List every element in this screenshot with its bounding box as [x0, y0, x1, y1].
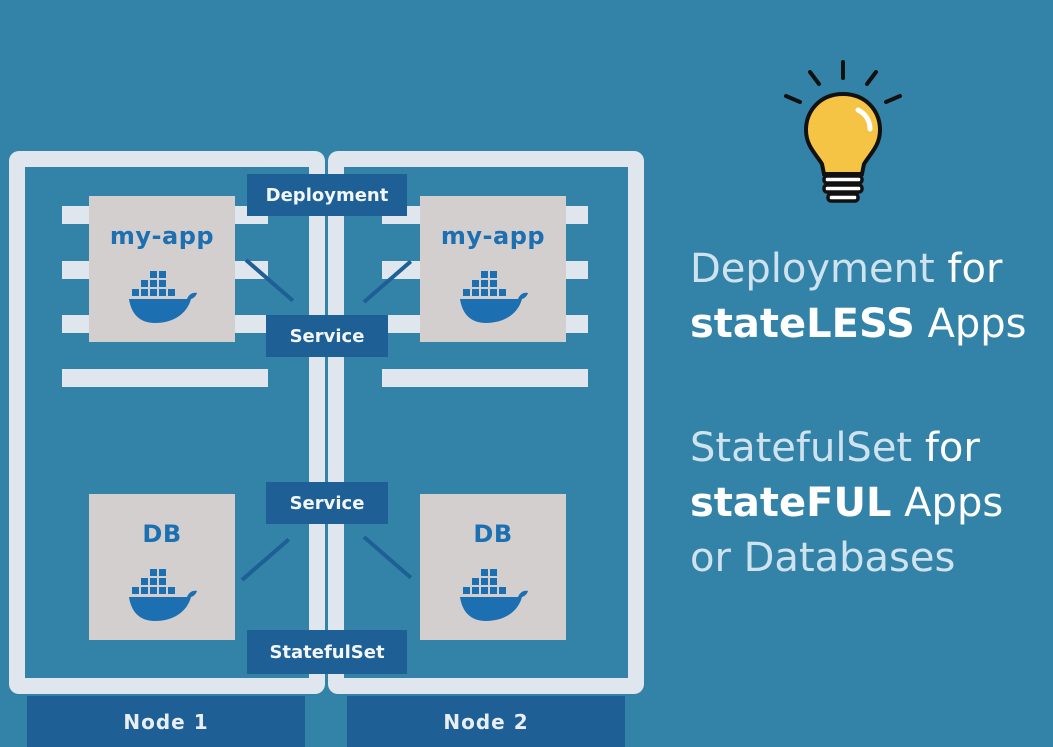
- text-line-3: StatefulSet for: [690, 425, 980, 471]
- text-for: for: [912, 425, 980, 471]
- text-line-4: stateFUL Apps: [690, 480, 1003, 526]
- docker-whale-icon: [460, 569, 528, 621]
- docker-whale-icon: [129, 569, 197, 621]
- center-line-2: [335, 210, 338, 680]
- deployment-term: Deployment: [690, 246, 935, 292]
- pod-title: my-app: [109, 222, 215, 250]
- node-1-frame: [9, 151, 325, 694]
- pod-db-2: DB: [420, 494, 566, 640]
- text-line-1: Deployment for: [690, 246, 1002, 292]
- service-tag-top: Service: [266, 315, 388, 357]
- text-line-5: or Databases: [690, 535, 956, 581]
- stateless-term: stateLESS: [690, 301, 915, 347]
- pod-my-app-1: my-app: [89, 196, 235, 342]
- text-apps: Apps: [891, 480, 1004, 526]
- center-line-1: [318, 210, 321, 680]
- lightbulb-icon: [784, 60, 902, 203]
- stateful-term: stateFUL: [690, 480, 892, 526]
- node-1-label: Node 1: [27, 696, 305, 747]
- deployment-tag: Deployment: [247, 174, 407, 216]
- pod-title: DB: [473, 520, 513, 548]
- text-for: for: [934, 246, 1003, 292]
- pod-db-1: DB: [89, 494, 235, 640]
- text-line-2: stateLESS Apps: [690, 301, 1027, 347]
- node-2-label: Node 2: [347, 696, 625, 747]
- pod-my-app-2: my-app: [420, 196, 566, 342]
- pod-title: DB: [142, 520, 182, 548]
- docker-whale-icon: [129, 271, 197, 323]
- docker-whale-icon: [460, 271, 528, 323]
- statefulset-term: StatefulSet: [690, 425, 913, 471]
- pod-title: my-app: [440, 222, 546, 250]
- node-1-stripe: [62, 369, 268, 387]
- service-tag-bottom: Service: [266, 482, 388, 524]
- node-2-stripe: [382, 369, 588, 387]
- text-apps: Apps: [914, 301, 1027, 347]
- statefulset-tag: StatefulSet: [247, 630, 407, 674]
